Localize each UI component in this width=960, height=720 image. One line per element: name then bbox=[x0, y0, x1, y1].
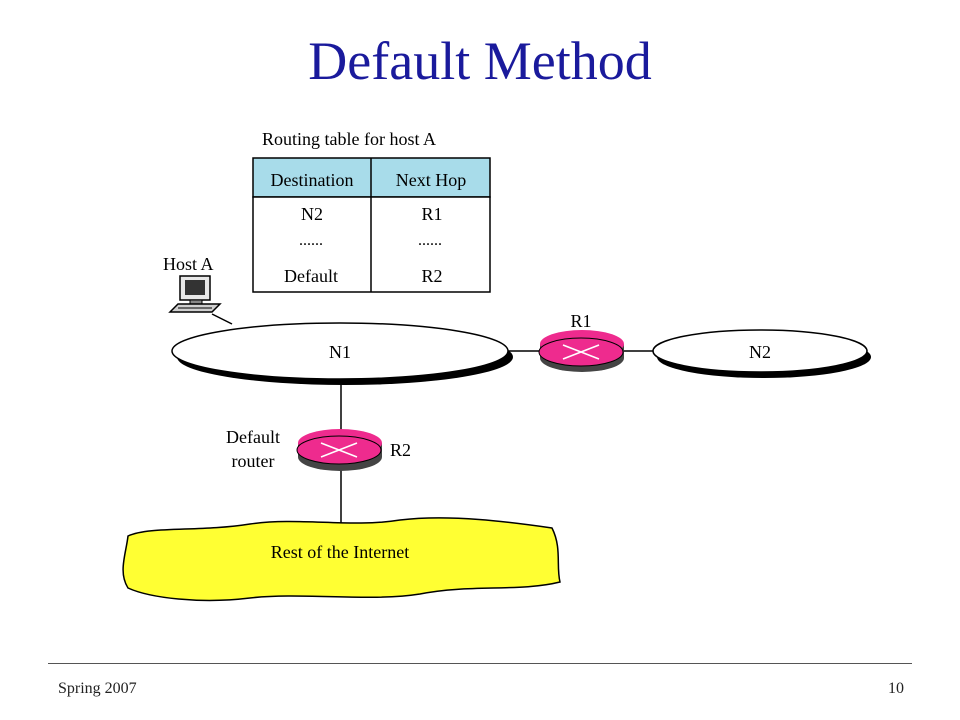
routing-table: Routing table for host A Destination Nex… bbox=[252, 129, 491, 293]
page-number: 10 bbox=[888, 680, 904, 697]
default-router-label-line1: Default bbox=[226, 427, 280, 447]
table-header-next-hop: Next Hop bbox=[396, 170, 467, 190]
footer-divider bbox=[48, 663, 912, 664]
internet-cloud: Rest of the Internet bbox=[122, 517, 561, 602]
slide-title: Default Method bbox=[308, 31, 652, 91]
host-a-label: Host A bbox=[163, 254, 214, 274]
network-n2: N2 bbox=[652, 329, 871, 378]
computer-icon bbox=[168, 275, 222, 313]
r1-label: R1 bbox=[570, 311, 591, 331]
n1-label: N1 bbox=[329, 342, 351, 362]
r2-label: R2 bbox=[390, 440, 411, 460]
router-r2: R2 Default router bbox=[226, 427, 411, 471]
table-cell-next-hop: R1 bbox=[421, 204, 442, 224]
internet-label: Rest of the Internet bbox=[271, 542, 409, 562]
routing-table-caption: Routing table for host A bbox=[262, 129, 436, 149]
table-cell-next-hop: R2 bbox=[421, 266, 442, 286]
table-cell-next-hop: ...... bbox=[418, 232, 442, 249]
host-a-link bbox=[211, 313, 233, 325]
host-a: Host A bbox=[163, 254, 233, 325]
footer-date: Spring 2007 bbox=[58, 680, 137, 697]
table-cell-destination: Default bbox=[284, 266, 338, 286]
internet-cloud-shape bbox=[122, 517, 561, 602]
table-cell-destination: ...... bbox=[299, 232, 323, 249]
table-cell-destination: N2 bbox=[301, 204, 323, 224]
default-router-label-line2: router bbox=[232, 451, 275, 471]
network-n1: N1 bbox=[171, 322, 513, 385]
router-r1: R1 bbox=[538, 311, 624, 372]
n2-label: N2 bbox=[749, 342, 771, 362]
table-header-destination: Destination bbox=[271, 170, 354, 190]
